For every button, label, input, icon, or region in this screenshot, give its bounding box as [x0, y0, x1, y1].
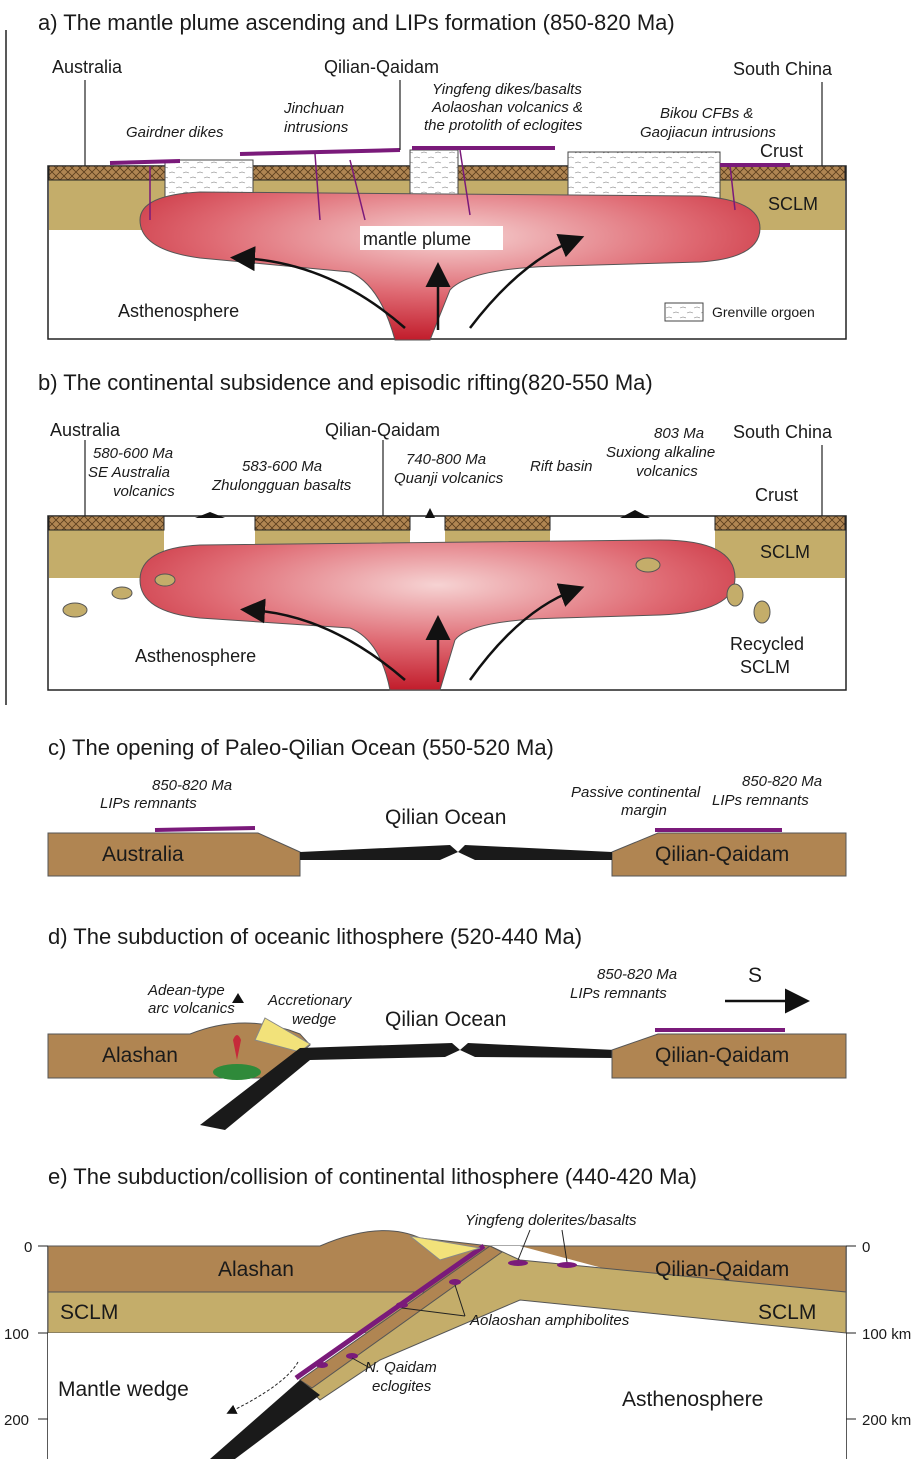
label-suxiong-1: 803 Ma	[654, 425, 704, 442]
lips-remnant	[155, 828, 255, 830]
label-qilian-ocean: Qilian Ocean	[385, 1008, 506, 1031]
label-south-china: South China	[733, 59, 833, 79]
label-eclogite-1: N. Qaidam	[365, 1359, 437, 1376]
label-alashan: Alashan	[102, 1044, 178, 1067]
label-asthenosphere: Asthenosphere	[135, 646, 256, 666]
label-asthenosphere: Asthenosphere	[622, 1388, 763, 1411]
label-yingfeng-1: Yingfeng dikes/basalts	[432, 81, 582, 98]
label-south: S	[748, 964, 762, 987]
panel-a: a) The mantle plume ascending and LIPs f…	[38, 10, 846, 340]
label-yingfeng-2: Aolaoshan volcanics &	[431, 99, 583, 116]
label-asthenosphere: Asthenosphere	[118, 301, 239, 321]
label-quanji-2: Quanji volcanics	[394, 470, 504, 487]
label-jinchuan-1: Jinchuan	[283, 100, 344, 117]
panel-c-title: c) The opening of Paleo-Qilian Ocean (55…	[48, 735, 554, 760]
label-qilian-qaidam: Qilian-Qaidam	[324, 57, 439, 77]
label-lips-l-2: LIPs remnants	[100, 795, 197, 812]
label-sclm: SCLM	[760, 542, 810, 562]
depth-right-200: 200 km	[862, 1412, 911, 1429]
recycled-sclm-blob	[63, 603, 87, 617]
label-qilian-qaidam: Qilian-Qaidam	[655, 1258, 789, 1281]
label-adean-1: Adean-type	[147, 982, 225, 999]
label-australia: Australia	[102, 843, 184, 866]
label-alashan: Alashan	[218, 1258, 294, 1281]
label-zhulong-1: 583-600 Ma	[242, 458, 322, 475]
label-qilian-qaidam: Qilian-Qaidam	[655, 843, 789, 866]
mantle-plume-label: mantle plume	[363, 229, 471, 249]
depth-left-0: 0	[24, 1239, 32, 1256]
label-recycled-2: SCLM	[740, 657, 790, 677]
label-lips-2: LIPs remnants	[570, 985, 667, 1002]
label-lips-r-1: 850-820 Ma	[742, 773, 822, 790]
label-passive-2: margin	[621, 802, 667, 819]
label-suxiong-2: Suxiong alkaline	[606, 444, 715, 461]
label-qilian-qaidam: Qilian-Qaidam	[655, 1044, 789, 1067]
panel-d-title: d) The subduction of oceanic lithosphere…	[48, 924, 582, 949]
label-sclm: SCLM	[768, 194, 818, 214]
label-passive-1: Passive continental	[571, 784, 701, 801]
ocean-slab	[458, 845, 612, 860]
label-quanji-1: 740-800 Ma	[406, 451, 486, 468]
label-australia: Australia	[52, 57, 123, 77]
legend-grenville-label: Grenville orgoen	[712, 304, 815, 320]
label-rift-basin: Rift basin	[530, 458, 593, 475]
label-se-aus-3: volcanics	[113, 483, 175, 500]
recycled-sclm-blob	[754, 601, 770, 623]
label-gairdner: Gairdner dikes	[126, 124, 224, 141]
ocean-slab	[460, 1043, 615, 1058]
label-south-china: South China	[733, 422, 833, 442]
label-jinchuan-2: intrusions	[284, 119, 349, 136]
label-suxiong-3: volcanics	[636, 463, 698, 480]
label-sclm-left: SCLM	[60, 1301, 118, 1324]
depth-left-100: 100	[4, 1326, 29, 1343]
recycled-sclm-blob	[727, 584, 743, 606]
label-accretion-1: Accretionary	[267, 992, 353, 1009]
panel-b: b) The continental subsidence and episod…	[38, 370, 846, 690]
label-lips-l-1: 850-820 Ma	[152, 777, 232, 794]
label-qilian-qaidam: Qilian-Qaidam	[325, 420, 440, 440]
depth-right-100: 100 km	[862, 1326, 911, 1343]
panel-a-title: a) The mantle plume ascending and LIPs f…	[38, 10, 675, 35]
label-se-aus-1: 580-600 Ma	[93, 445, 173, 462]
label-yingfeng: Yingfeng dolerites/basalts	[465, 1212, 637, 1229]
depth-left-200: 200	[4, 1412, 29, 1429]
panel-e-title: e) The subduction/collision of continent…	[48, 1164, 697, 1189]
label-lips-1: 850-820 Ma	[597, 966, 677, 983]
label-bikou-1: Bikou CFBs &	[660, 105, 753, 122]
label-bikou-2: Gaojiacun intrusions	[640, 124, 776, 141]
recycled-sclm-blob	[112, 587, 132, 599]
label-zhulong-2: Zhulongguan basalts	[211, 477, 352, 494]
label-lips-r-2: LIPs remnants	[712, 792, 809, 809]
label-qilian-ocean: Qilian Ocean	[385, 806, 506, 829]
label-eclogite-2: eclogites	[372, 1378, 432, 1395]
label-sclm-right: SCLM	[758, 1301, 816, 1324]
depth-right-0: 0	[862, 1239, 870, 1256]
panel-d: d) The subduction of oceanic lithosphere…	[48, 924, 846, 1130]
arc-pluton	[213, 1064, 261, 1080]
label-crust: Crust	[760, 141, 803, 161]
ocean-slab	[300, 845, 458, 860]
panel-e: e) The subduction/collision of continent…	[4, 1164, 911, 1459]
legend-grenville-swatch	[665, 303, 703, 321]
label-se-aus-2: SE Australia	[88, 464, 170, 481]
label-australia: Australia	[50, 420, 121, 440]
label-crust: Crust	[755, 485, 798, 505]
panel-b-title: b) The continental subsidence and episod…	[38, 370, 653, 395]
label-adean-2: arc volcanics	[148, 1000, 235, 1017]
label-aolaoshan: Aolaoshan amphibolites	[469, 1312, 630, 1329]
label-mantle-wedge: Mantle wedge	[58, 1378, 189, 1401]
panel-c: c) The opening of Paleo-Qilian Ocean (55…	[48, 735, 846, 876]
label-recycled-1: Recycled	[730, 634, 804, 654]
label-accretion-2: wedge	[292, 1011, 336, 1028]
label-yingfeng-3: the protolith of eclogites	[424, 117, 583, 134]
